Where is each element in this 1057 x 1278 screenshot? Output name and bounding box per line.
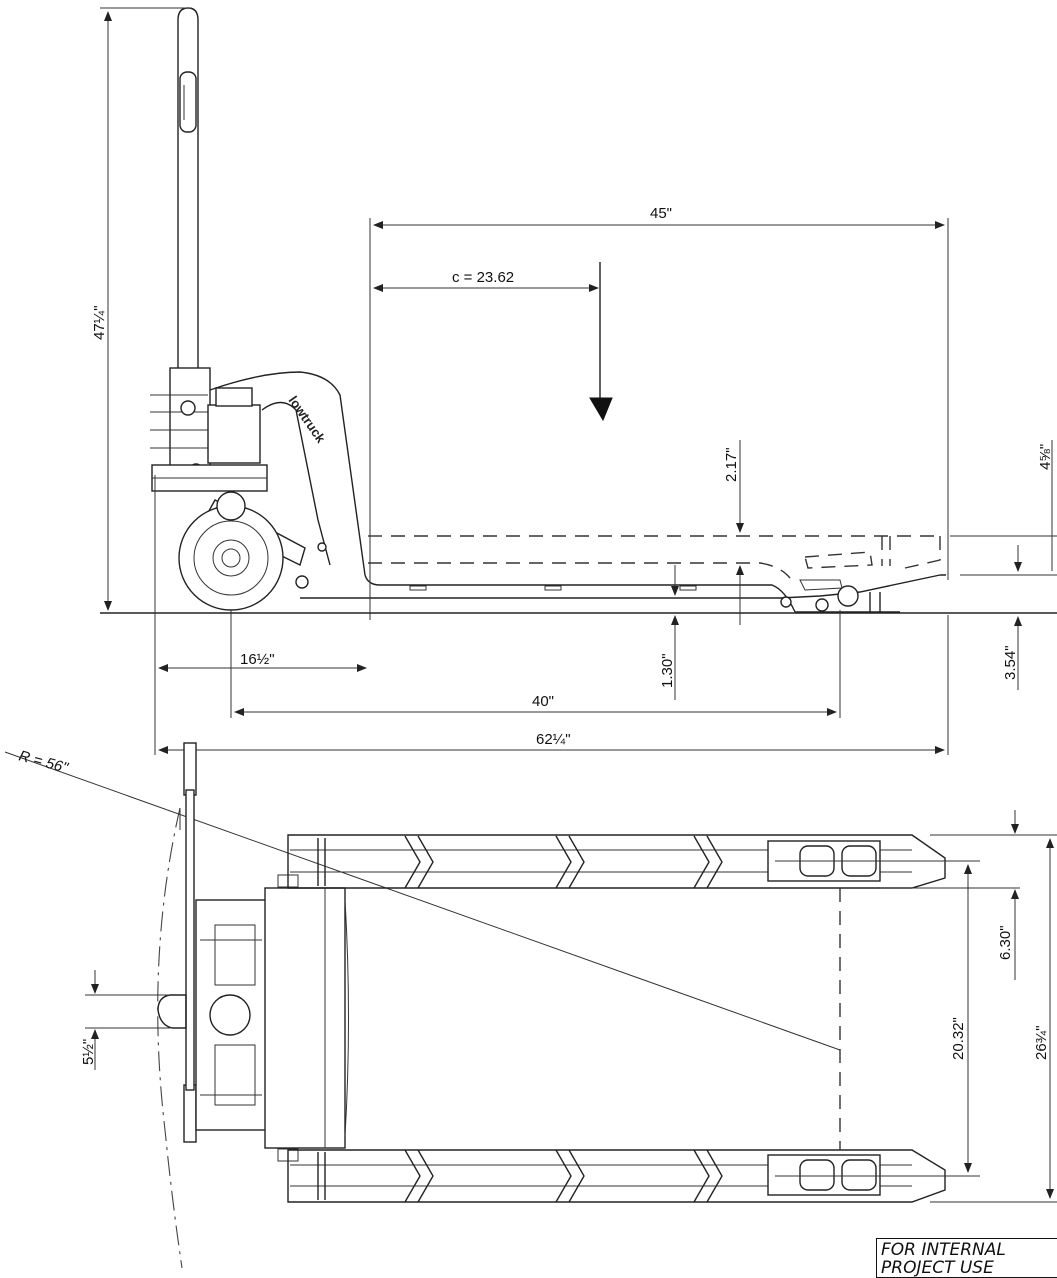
handle-width-label: 5½" — [80, 1039, 97, 1065]
note-line-2: PROJECT USE — [881, 1258, 994, 1278]
load-arrow — [589, 262, 613, 422]
chassis-top — [264, 874, 349, 1162]
roller-spread-label: 20.32" — [950, 1017, 967, 1060]
fork-width-label: 6.30" — [997, 925, 1014, 960]
overall-length-label: 62¼" — [536, 731, 571, 748]
load-center-label: c = 23.62 — [452, 269, 514, 286]
turning-radius-arc — [157, 807, 183, 1269]
top-view: R = 56" — [4, 742, 1057, 1269]
handle — [177, 7, 199, 370]
fork-tip-height-label: 3.54" — [1002, 645, 1019, 680]
brand-label: lowtruck — [286, 393, 329, 446]
overall-height-label: 47¼" — [91, 305, 108, 340]
fork-raised — [368, 535, 941, 579]
internal-use-stamp: FOR INTERNAL PROJECT USE — [876, 1238, 1057, 1278]
extension-lines-top — [85, 834, 1057, 1203]
steer-wheel — [178, 491, 284, 611]
wheelbase-label: 40" — [532, 693, 554, 710]
handle-top — [157, 742, 267, 1143]
note-line-1: FOR INTERNAL — [881, 1240, 1006, 1260]
front-overhang-label: 16½" — [240, 651, 275, 668]
extension-lines — [100, 7, 1057, 755]
lowered-fork-height-label: 1.30" — [659, 653, 676, 688]
fork-arm-upper — [287, 834, 946, 889]
fork-height-raised-label: 4⅝" — [1037, 444, 1054, 470]
dimension-lines — [104, 11, 1053, 754]
fork-arm-lower — [287, 1149, 946, 1203]
fork-lowered — [300, 574, 946, 613]
pump-unit — [150, 367, 268, 492]
dimension-lines-top — [91, 810, 1054, 1199]
outside-width-label: 26¾" — [1033, 1025, 1050, 1060]
side-view: lowtruck — [91, 7, 1057, 755]
fork-length-label: 45" — [650, 205, 672, 222]
turning-radius-label: R = 56" — [17, 747, 70, 777]
raised-lift-label: 2.17" — [723, 447, 740, 482]
turning-radius-line — [4, 751, 841, 1051]
